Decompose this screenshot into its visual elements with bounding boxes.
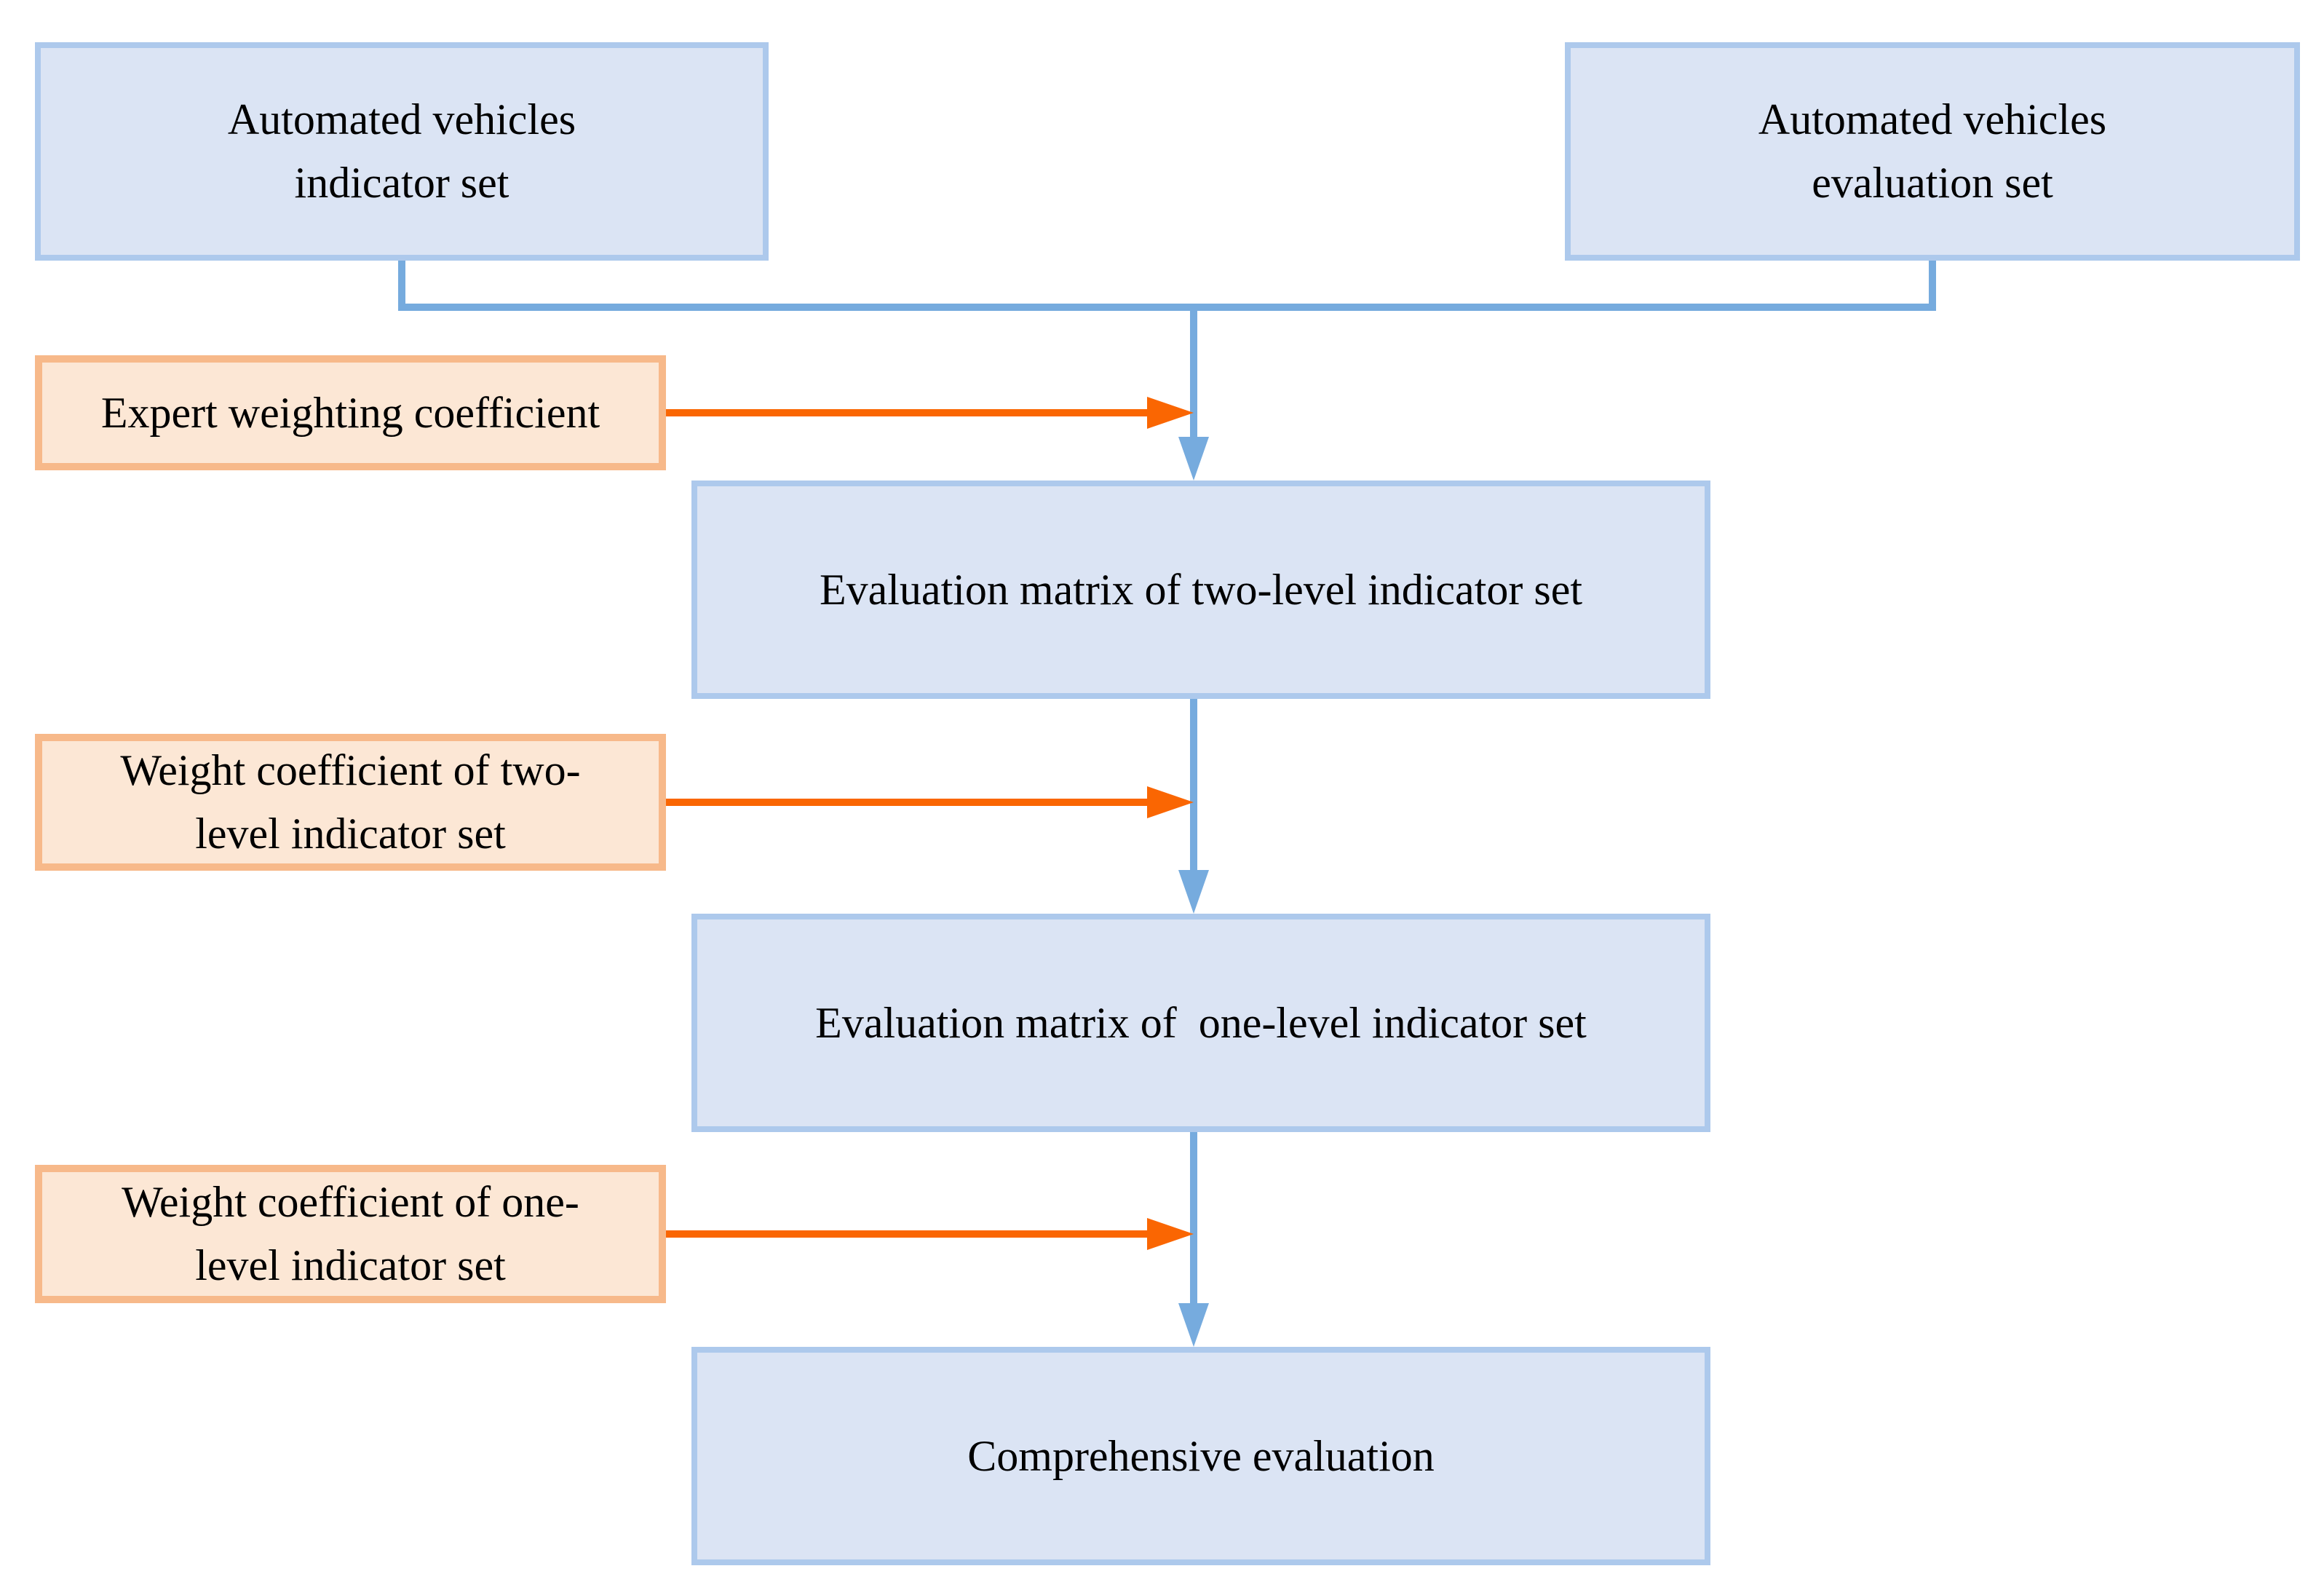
- node-text-line: Comprehensive evaluation: [967, 1431, 1435, 1480]
- connector-vertical-2: [1190, 699, 1197, 870]
- arrowhead-down-icon: [1178, 437, 1209, 480]
- node-text-line: Automated vehicles: [1758, 95, 2107, 143]
- arrowhead-down-icon: [1178, 870, 1209, 914]
- node-text-line: Automated vehicles: [227, 95, 576, 143]
- node-text-line: level indicator set: [195, 1241, 506, 1289]
- arrowhead-down-icon: [1178, 1303, 1209, 1347]
- connector-vertical-3: [1190, 1132, 1197, 1303]
- connector-orange-1: [666, 409, 1149, 416]
- node-text-line: Evaluation matrix of one-level indicator…: [815, 998, 1587, 1047]
- node-weight-coefficient-one-level: Weight coefficient of one- level indicat…: [35, 1165, 666, 1303]
- connector-drop-left: [398, 261, 405, 304]
- node-comprehensive-evaluation: Comprehensive evaluation: [691, 1347, 1710, 1565]
- node-evaluation-matrix-one-level: Evaluation matrix of one-level indicator…: [691, 914, 1710, 1132]
- connector-orange-3: [666, 1230, 1149, 1238]
- node-text-line: indicator set: [294, 159, 509, 207]
- arrowhead-right-icon: [1147, 1218, 1194, 1250]
- node-evaluation-matrix-two-level: Evaluation matrix of two-level indicator…: [691, 480, 1710, 699]
- node-weight-coefficient-two-level: Weight coefficient of two- level indicat…: [35, 734, 666, 871]
- arrowhead-right-icon: [1147, 786, 1194, 818]
- node-text-line: Evaluation matrix of two-level indicator…: [819, 565, 1582, 614]
- node-text-line: evaluation set: [1812, 159, 2053, 207]
- node-expert-weighting-coefficient: Expert weighting coefficient: [35, 355, 666, 470]
- connector-vertical-1: [1190, 304, 1197, 437]
- node-text-line: Weight coefficient of one-: [122, 1178, 579, 1226]
- node-automated-vehicles-evaluation-set: Automated vehicles evaluation set: [1565, 42, 2300, 261]
- node-automated-vehicles-indicator-set: Automated vehicles indicator set: [35, 42, 769, 261]
- connector-merge-horizontal: [398, 304, 1936, 311]
- node-text-line: Expert weighting coefficient: [100, 388, 600, 437]
- arrowhead-right-icon: [1147, 397, 1194, 429]
- connector-drop-right: [1929, 261, 1936, 304]
- node-text-line: level indicator set: [195, 810, 506, 858]
- connector-orange-2: [666, 799, 1149, 806]
- node-text-line: Weight coefficient of two-: [120, 746, 581, 794]
